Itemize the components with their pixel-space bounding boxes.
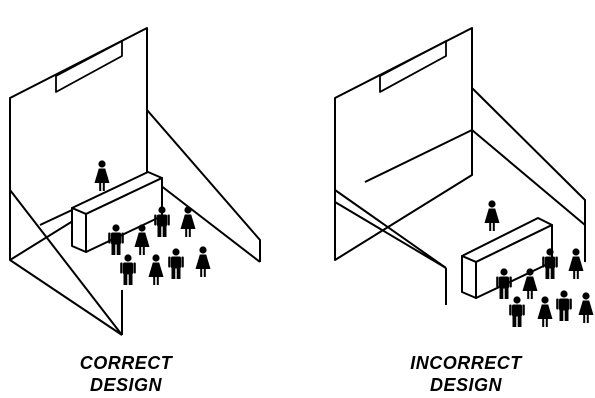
customer-figure (556, 290, 572, 321)
customer-figure (195, 246, 211, 277)
customer-figure (148, 254, 164, 285)
clerk-figure (94, 160, 110, 191)
floor-back-front-edge (9, 259, 123, 336)
floor-back-front-edge (334, 201, 447, 269)
clerk-figure (484, 200, 500, 231)
customer-figure (568, 248, 584, 279)
customer-figure (509, 296, 525, 327)
correct-design-caption: CORRECT DESIGN (26, 352, 226, 396)
incorrect-design-room (334, 27, 586, 305)
window-panel (55, 40, 123, 93)
incorrect-design-caption: INCORRECT DESIGN (366, 352, 566, 396)
floor-right-edge (146, 109, 261, 262)
caption-line: INCORRECT (410, 353, 522, 373)
customer-figure (537, 296, 553, 327)
floor-front-edge (9, 189, 123, 336)
caption-line: DESIGN (89, 375, 162, 395)
caption-line: CORRECT (79, 353, 173, 373)
counter-front (71, 207, 87, 253)
customer-figure (578, 292, 594, 323)
counter-front (461, 255, 477, 299)
window-panel (379, 40, 447, 93)
customer-figure (168, 248, 184, 279)
floor-side-diagonal (471, 129, 586, 226)
floor-side-diagonal (146, 174, 261, 263)
correct-counter (71, 171, 163, 253)
caption-line: DESIGN (429, 375, 502, 395)
customer-figure (120, 254, 136, 285)
floor-front-edge (334, 189, 447, 269)
floor-right-edge (471, 87, 586, 262)
floor-corner-diagonal (364, 129, 473, 183)
